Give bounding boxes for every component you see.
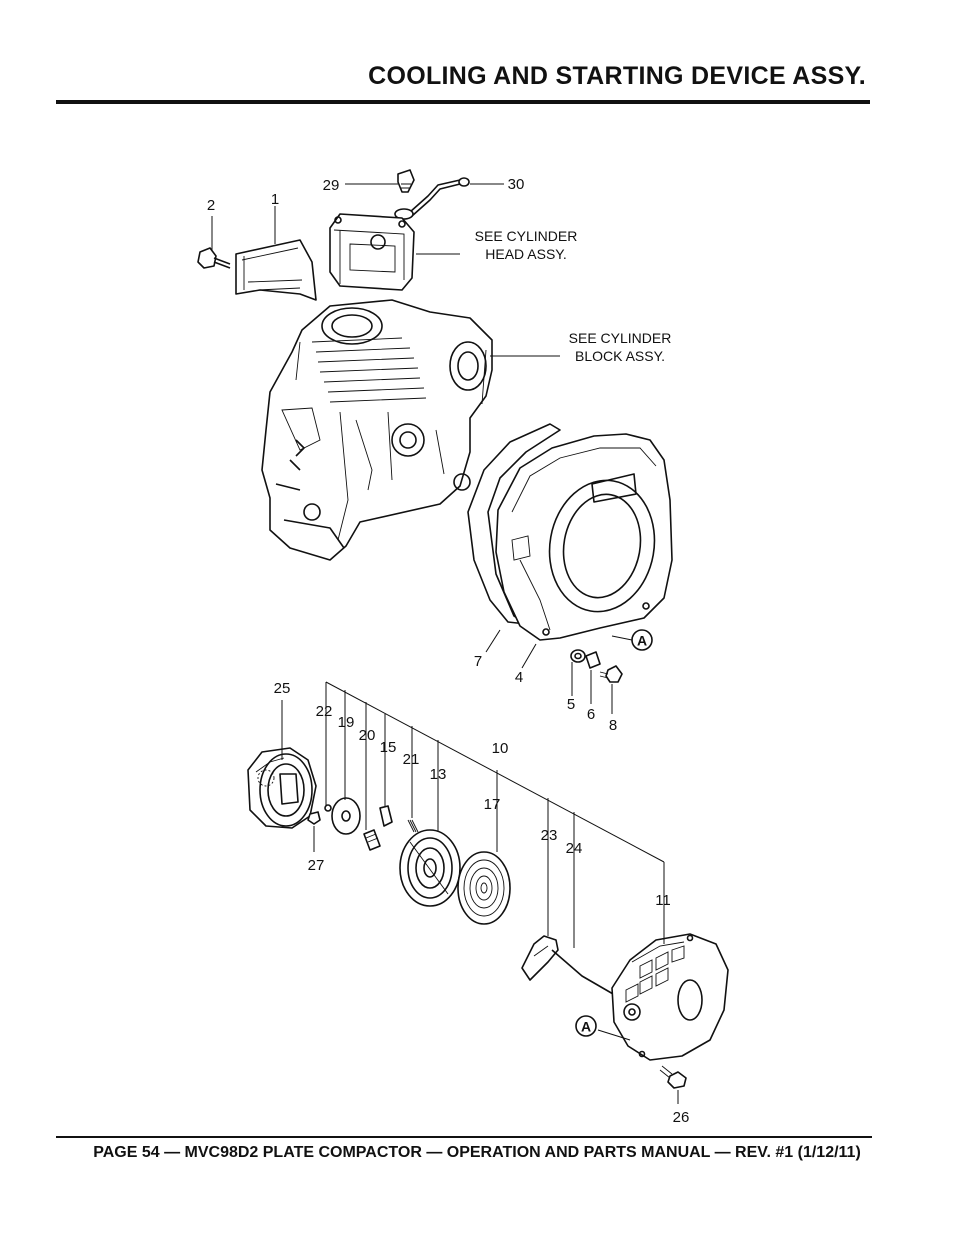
callout-25: 25 (274, 680, 291, 697)
callout-7: 7 (474, 653, 482, 670)
part-27-screw (307, 811, 321, 825)
callout-27: 27 (308, 857, 325, 874)
part-5-collar (570, 649, 586, 663)
footer-rule (56, 1136, 872, 1138)
callout-26: 26 (673, 1109, 690, 1126)
note-cylinder-block-line2: BLOCK ASSY. (575, 348, 665, 364)
part-11-starter-case (611, 933, 729, 1061)
part-19-washer (331, 797, 361, 835)
reference-marker-label: A (581, 1019, 591, 1035)
part-1-cover-plate (235, 239, 317, 301)
part-22-pin (324, 804, 332, 812)
callout-1: 1 (271, 191, 279, 208)
callout-2: 2 (207, 197, 215, 214)
part-17-spiral-spring (457, 851, 511, 925)
part-2-bolt (197, 247, 231, 269)
part-20-spring (363, 829, 381, 851)
callout-8: 8 (609, 717, 617, 734)
callout-5: 5 (567, 696, 575, 713)
callout-23: 23 (541, 827, 558, 844)
callout-21: 21 (403, 751, 420, 768)
cylinder-head-cover (329, 213, 415, 291)
part-13-reel (399, 829, 461, 907)
callout-10: 10 (492, 740, 509, 757)
page-title: COOLING AND STARTING DEVICE ASSY. (368, 62, 866, 90)
part-26-bolt (659, 1065, 687, 1089)
callout-24: 24 (566, 840, 583, 857)
reference-marker-a-upper: A (631, 629, 653, 651)
header-rule (56, 100, 870, 104)
part-6-spacer (585, 651, 601, 669)
callout-22: 22 (316, 703, 333, 720)
part-21-spring (407, 819, 419, 833)
part-30-breather-pipe (394, 177, 470, 220)
part-29-breather-plug (397, 169, 415, 193)
callout-6: 6 (587, 706, 595, 723)
reference-marker-label: A (637, 633, 647, 649)
callout-17: 17 (484, 796, 501, 813)
part-8-bolt (599, 665, 623, 683)
callout-13: 13 (430, 766, 447, 783)
callout-19: 19 (338, 714, 355, 731)
note-cylinder-head-line2: HEAD ASSY. (485, 246, 566, 262)
part-15-ratchet (379, 805, 393, 827)
callout-15: 15 (380, 739, 397, 756)
reference-marker-a-lower: A (575, 1015, 597, 1037)
callout-30: 30 (508, 176, 525, 193)
leader-lines (211, 183, 679, 1104)
engine-cylinder-block (261, 299, 493, 561)
part-25-starter-pulley (247, 747, 317, 829)
note-cylinder-head-line1: SEE CYLINDER (475, 228, 578, 244)
callout-29: 29 (323, 177, 340, 194)
part-4-blower-housing (495, 433, 673, 641)
note-cylinder-block-line1: SEE CYLINDER (569, 330, 672, 346)
callout-4: 4 (515, 669, 523, 686)
callout-11: 11 (655, 892, 671, 909)
part-7-gasket (467, 423, 561, 625)
part-23-starter-knob (521, 935, 559, 981)
callout-20: 20 (359, 727, 376, 744)
page-footer: PAGE 54 — MVC98D2 PLATE COMPACTOR — OPER… (93, 1144, 861, 1161)
